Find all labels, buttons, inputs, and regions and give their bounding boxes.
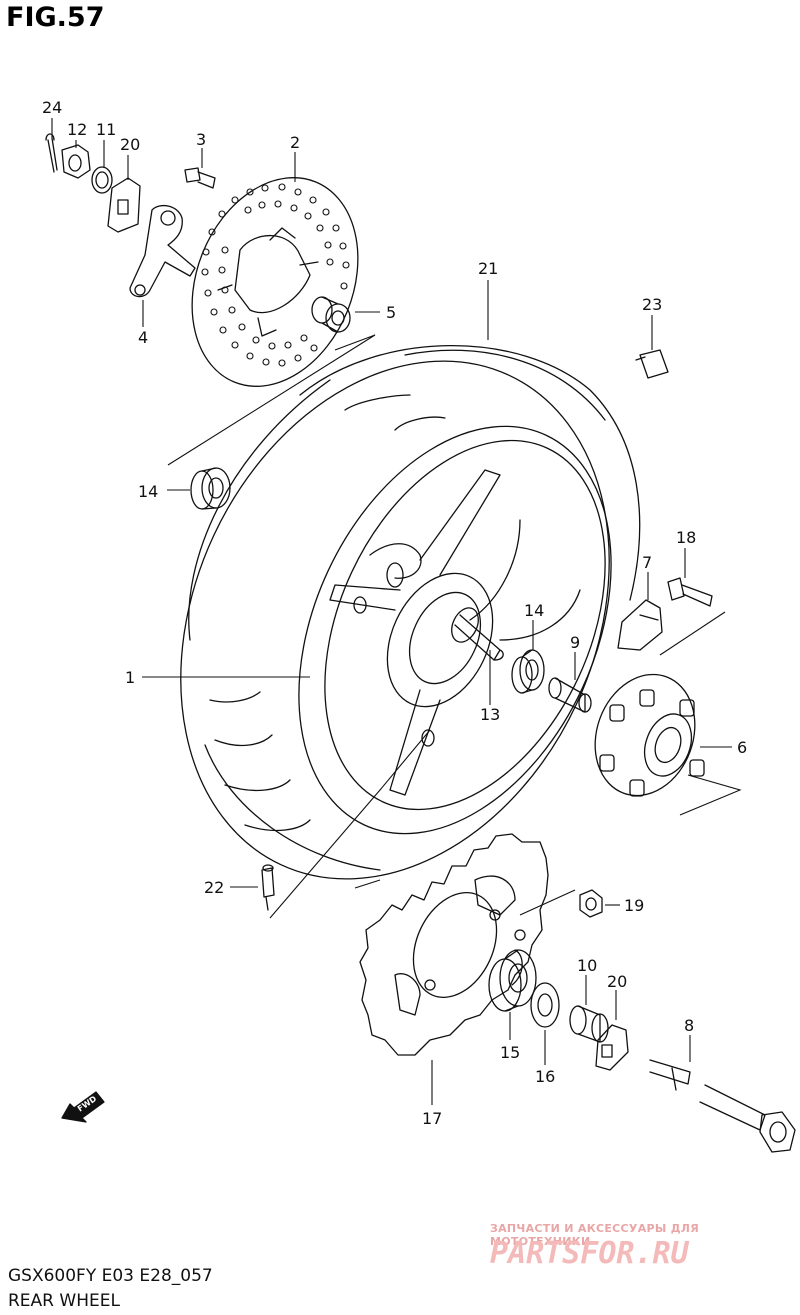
chain-adjuster-20-top [107,177,141,233]
clip-23 [635,349,669,379]
rear-tire [180,345,641,880]
disc-holes [201,183,350,367]
callout-15: 15 [500,1043,520,1062]
bearing-14-right [511,649,545,694]
callout-20-top: 20 [120,135,140,154]
brake-disc [191,177,359,387]
bushing-5 [311,296,351,333]
callout-23: 23 [642,295,662,314]
seal-16 [530,982,560,1028]
washer-11 [91,166,113,194]
chain-adjuster-20-bottom [595,1024,629,1071]
bearing-15 [488,949,537,1012]
callout-5: 5 [386,303,396,322]
callout-21: 21 [478,259,498,278]
callout-17: 17 [422,1109,442,1128]
callout-12: 12 [67,120,87,139]
callout-24: 24 [42,98,62,117]
callout-labels: 24 12 11 20 3 2 5 4 21 23 14 18 7 1 14 9… [42,98,747,1128]
diagram-name: REAR WHEEL [8,1291,120,1311]
leader-lines [51,118,742,1105]
cotter-pin [45,133,58,173]
callout-8: 8 [684,1016,694,1035]
callout-10: 10 [577,956,597,975]
callout-6: 6 [737,738,747,757]
wheel-rim [298,425,612,835]
callout-7: 7 [642,553,652,572]
callout-22: 22 [204,878,224,897]
rear-sprocket [359,833,549,1056]
callout-2: 2 [290,133,300,152]
callout-14-left: 14 [138,482,158,501]
callout-16: 16 [535,1067,555,1086]
callout-4: 4 [138,328,148,347]
sprocket-carrier [594,673,705,797]
nut-19 [579,889,603,918]
callout-14-right: 14 [524,601,544,620]
caliper-bracket [129,204,196,298]
callout-18: 18 [676,528,696,547]
callout-3: 3 [196,130,206,149]
tire-valve [261,864,275,911]
bolt-18 [667,577,713,607]
figure-title: FIG.57 [6,2,105,33]
callout-11: 11 [96,120,116,139]
bearing-14-left [190,467,231,510]
spacer-10 [569,1005,609,1043]
callout-20-bottom: 20 [607,972,627,991]
watermark-tagline: ЗАПЧАСТИ И АКСЕССУАРЫ ДЛЯ МОТОТЕХНИКИ [490,1222,700,1248]
torque-link-7 [617,599,663,651]
axle-nut [61,144,91,179]
watermark-logo: PARTSFOR.RU [490,1236,689,1271]
callout-13: 13 [480,705,500,724]
callout-9: 9 [570,633,580,652]
rear-axle [649,1059,796,1153]
disc-bolt [184,167,216,189]
fwd-arrow-icon [61,1091,105,1123]
callout-19: 19 [624,896,644,915]
model-code: GSX600FY E03 E28_057 [8,1266,213,1286]
callout-1: 1 [125,668,135,687]
spacer-9 [548,677,592,713]
